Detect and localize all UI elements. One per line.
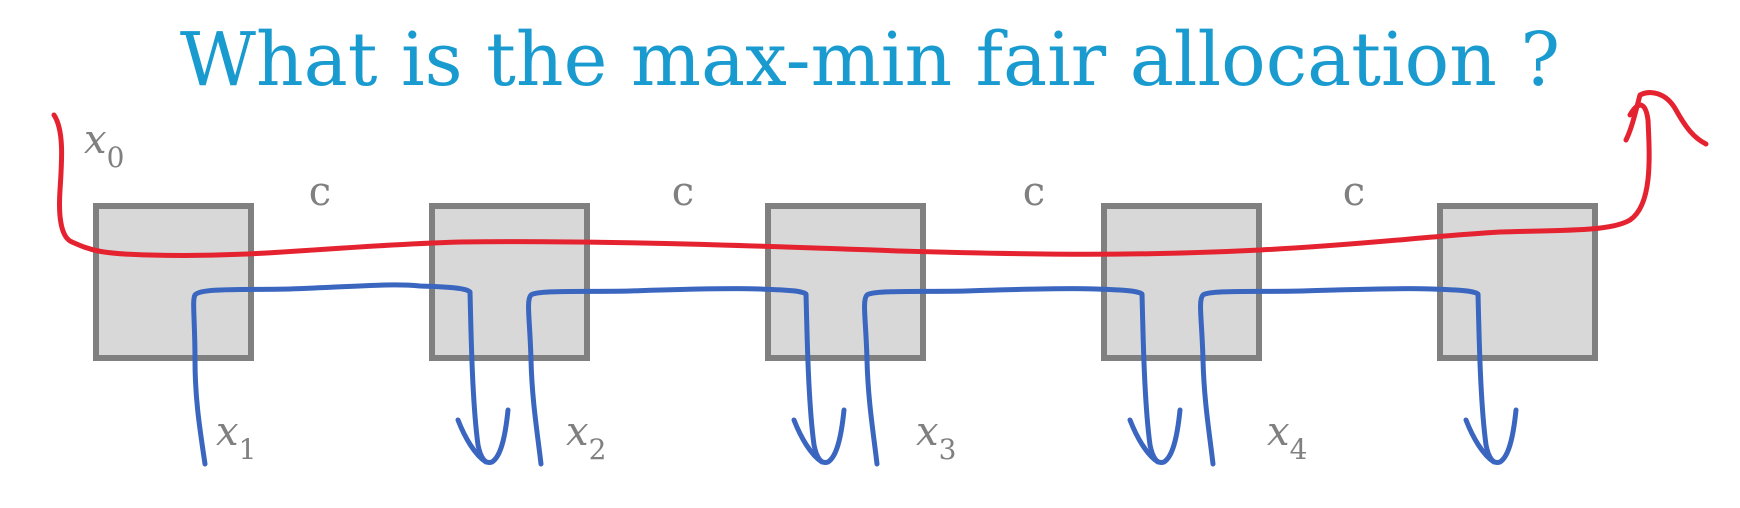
flow-label-x1: x1	[216, 409, 256, 466]
flow-label-x3: x3	[916, 409, 956, 466]
flow-x0-path	[51, 102, 1652, 258]
flow-x0-arrowhead	[1623, 90, 1709, 147]
flow-x3-arrowhead	[1127, 417, 1161, 465]
flow-label-x2: x2	[566, 409, 606, 466]
capacity-label-1: c	[309, 169, 331, 215]
flow-label-x4: x4	[1267, 409, 1307, 466]
flow-label-x0: x0	[84, 117, 124, 174]
flow-x1-arrowhead	[455, 417, 489, 465]
node-4	[1101, 203, 1262, 361]
flow-x2-arrowhead	[791, 417, 825, 465]
node-1	[93, 203, 254, 361]
node-3	[765, 203, 926, 361]
node-2	[429, 203, 590, 361]
capacity-label-3: c	[1023, 169, 1045, 215]
slide-title: What is the max-min fair allocation ?	[179, 17, 1561, 103]
capacity-label-2: c	[672, 169, 694, 215]
flow-x4-arrowhead	[1463, 417, 1497, 465]
capacity-label-4: c	[1343, 169, 1365, 215]
